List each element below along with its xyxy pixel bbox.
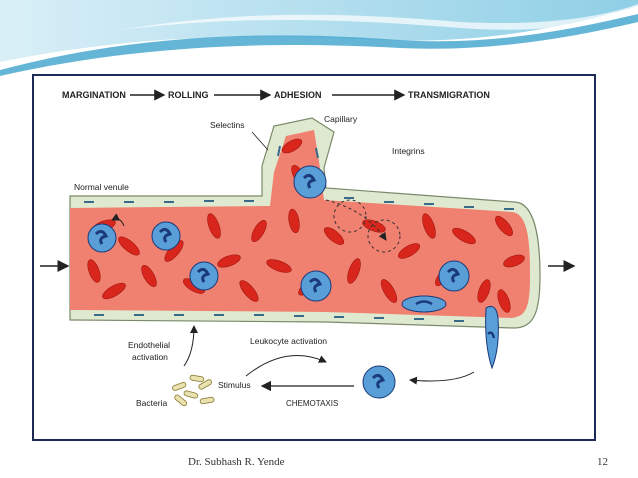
label-capillary: Capillary xyxy=(324,114,358,124)
endothelial-activation-arrow xyxy=(183,325,198,367)
stage-rolling: ROLLING xyxy=(168,90,209,100)
label-integrins: Integrins xyxy=(392,146,425,156)
blood-vessel xyxy=(69,117,541,329)
label-chemotaxis: CHEMOTAXIS xyxy=(286,399,338,408)
label-endothelial-activation-2: activation xyxy=(132,352,168,362)
leukocyte xyxy=(151,221,181,251)
leukocyte xyxy=(87,223,117,253)
leukocyte xyxy=(293,165,327,199)
leukocyte xyxy=(189,261,219,291)
label-endothelial-activation-1: Endothelial xyxy=(128,340,170,350)
leukocytes xyxy=(87,165,499,370)
label-stimulus: Stimulus xyxy=(218,380,251,390)
footer-page-number: 12 xyxy=(597,456,608,468)
figure-panel: MARGINATION ROLLING ADHESION TRANSMIGRAT… xyxy=(32,74,596,441)
leukocyte-extravasation-diagram: MARGINATION ROLLING ADHESION TRANSMIGRAT… xyxy=(40,89,576,408)
stage-adhesion: ADHESION xyxy=(274,90,322,100)
label-bacteria: Bacteria xyxy=(136,398,167,408)
label-normal-venule: Normal venule xyxy=(74,182,129,192)
bacteria-cluster xyxy=(172,374,215,407)
stage-sequence: MARGINATION ROLLING ADHESION TRANSMIGRAT… xyxy=(62,89,490,101)
leukocyte xyxy=(300,270,332,302)
header-wave-decoration xyxy=(0,0,638,76)
leukocyte-flattened xyxy=(401,295,447,313)
label-selectins: Selectins xyxy=(210,120,245,130)
leukocyte-activation-arrow xyxy=(245,355,327,377)
leukocyte-transmigrating xyxy=(485,305,499,370)
return-arrow xyxy=(409,371,475,385)
migrating-leukocyte xyxy=(362,365,396,399)
leukocyte xyxy=(438,260,470,292)
footer-author: Dr. Subhash R. Yende xyxy=(188,456,285,468)
stage-transmigration: TRANSMIGRATION xyxy=(408,90,490,100)
adhesion-arrow xyxy=(111,213,125,227)
migration-paths xyxy=(325,199,401,253)
endothelial-lining xyxy=(84,145,514,322)
label-leukocyte-activation: Leukocyte activation xyxy=(250,336,327,346)
selectins-pointer xyxy=(251,131,269,151)
stage-margination: MARGINATION xyxy=(62,90,126,100)
